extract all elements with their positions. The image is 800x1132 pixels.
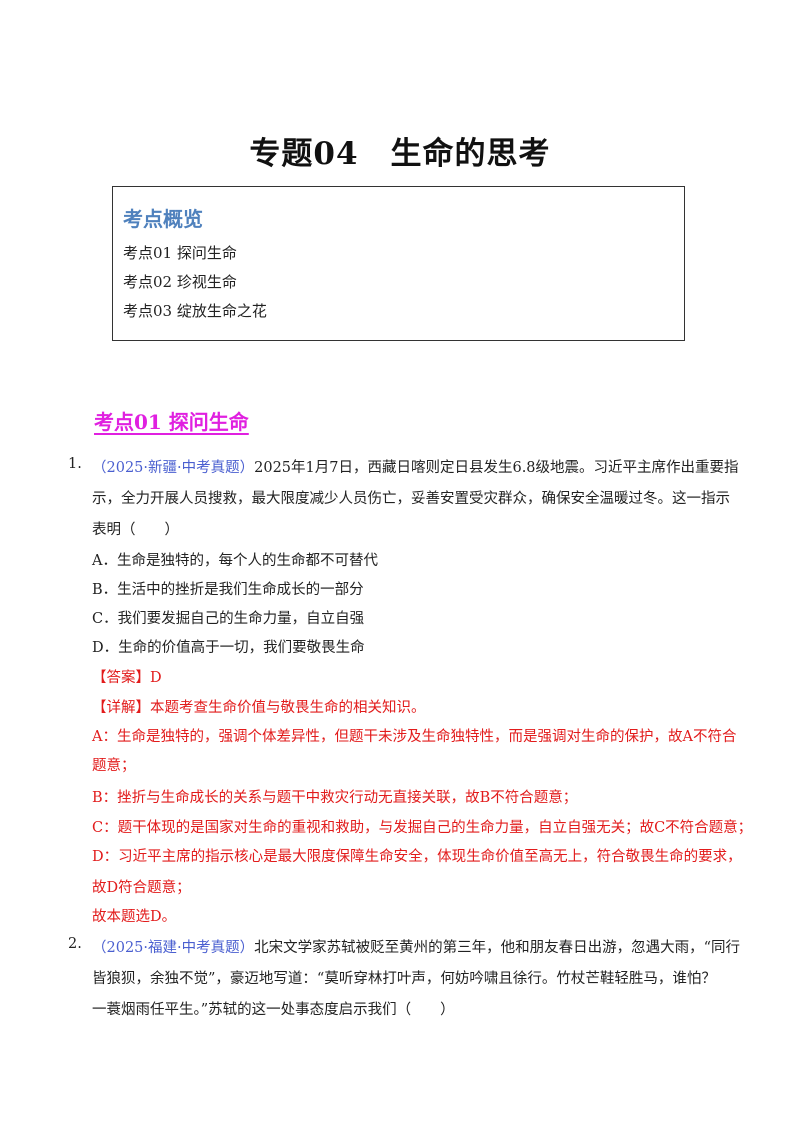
explain-c: C：题干体现的是国家对生命的重视和救助，与发掘自己的生命力量，自立自强无关；故C… <box>92 820 753 836</box>
question-stem-line: 表明（ ） <box>92 522 179 538</box>
overview-item: 考点03 绽放生命之花 <box>123 302 267 320</box>
question-number: 1. <box>68 456 82 472</box>
explain-a: A：生命是独特的，强调个体差异性，但题干未涉及生命独特性，而是强调对生命的保护，… <box>92 729 737 745</box>
option-b: B．生活中的挫折是我们生命成长的一部分 <box>92 582 364 598</box>
section-title: 考点01 探问生命 <box>94 410 249 434</box>
option-a: A．生命是独特的，每个人的生命都不可替代 <box>92 553 378 569</box>
question-stem-text: 北宋文学家苏轼被贬至黄州的第三年，他和朋友春日出游，忽遇大雨，“同行 <box>254 940 741 956</box>
explain-b: B：挫折与生命成长的关系与题干中救灾行动无直接关联，故B不符合题意； <box>92 790 578 806</box>
option-d: D．生命的价值高于一切，我们要敬畏生命 <box>92 640 365 656</box>
question-stem-text: 2025年1月7日，西藏日喀则定日县发生6.8级地震。习近平主席作出重要指 <box>254 460 739 476</box>
question-stem: （2025·新疆·中考真题）2025年1月7日，西藏日喀则定日县发生6.8级地震… <box>92 456 739 477</box>
question-source: （2025·新疆·中考真题） <box>92 460 255 476</box>
conclusion: 故本题选D。 <box>92 909 177 925</box>
explain-d-cont: 故D符合题意； <box>92 880 191 896</box>
question-stem-line: 皆狼狈，余独不觉”，豪迈地写道：“莫听穿林打叶声，何妨吟啸且徐行。竹杖芒鞋轻胜马… <box>92 971 716 987</box>
question-number: 2. <box>68 936 82 952</box>
question-stem-line: 示，全力开展人员搜救，最大限度减少人员伤亡，妥善安置受灾群众，确保安全温暖过冬。… <box>92 491 730 507</box>
explain-d: D：习近平主席的指示核心是最大限度保障生命安全，体现生命价值至高无上，符合敬畏生… <box>92 849 742 865</box>
question-stem: （2025·福建·中考真题）北宋文学家苏轼被贬至黄州的第三年，他和朋友春日出游，… <box>92 936 740 957</box>
option-c: C．我们要发掘自己的生命力量，自立自强 <box>92 611 365 627</box>
answer: 【答案】D <box>92 670 162 686</box>
detail-intro: 【详解】本题考查生命价值与敬畏生命的相关知识。 <box>92 700 426 716</box>
question-stem-line: 一蓑烟雨任平生。”苏轼的这一处事态度启示我们（ ） <box>92 1002 455 1018</box>
page-title: 专题04 生命的思考 <box>249 136 551 172</box>
overview-item: 考点02 珍视生命 <box>123 273 237 291</box>
overview-box: 考点概览 考点01 探问生命 考点02 珍视生命 考点03 绽放生命之花 <box>112 186 685 341</box>
overview-heading: 考点概览 <box>123 207 203 231</box>
overview-item: 考点01 探问生命 <box>123 244 237 262</box>
question-source: （2025·福建·中考真题） <box>92 940 255 956</box>
explain-a-cont: 题意； <box>92 758 136 774</box>
